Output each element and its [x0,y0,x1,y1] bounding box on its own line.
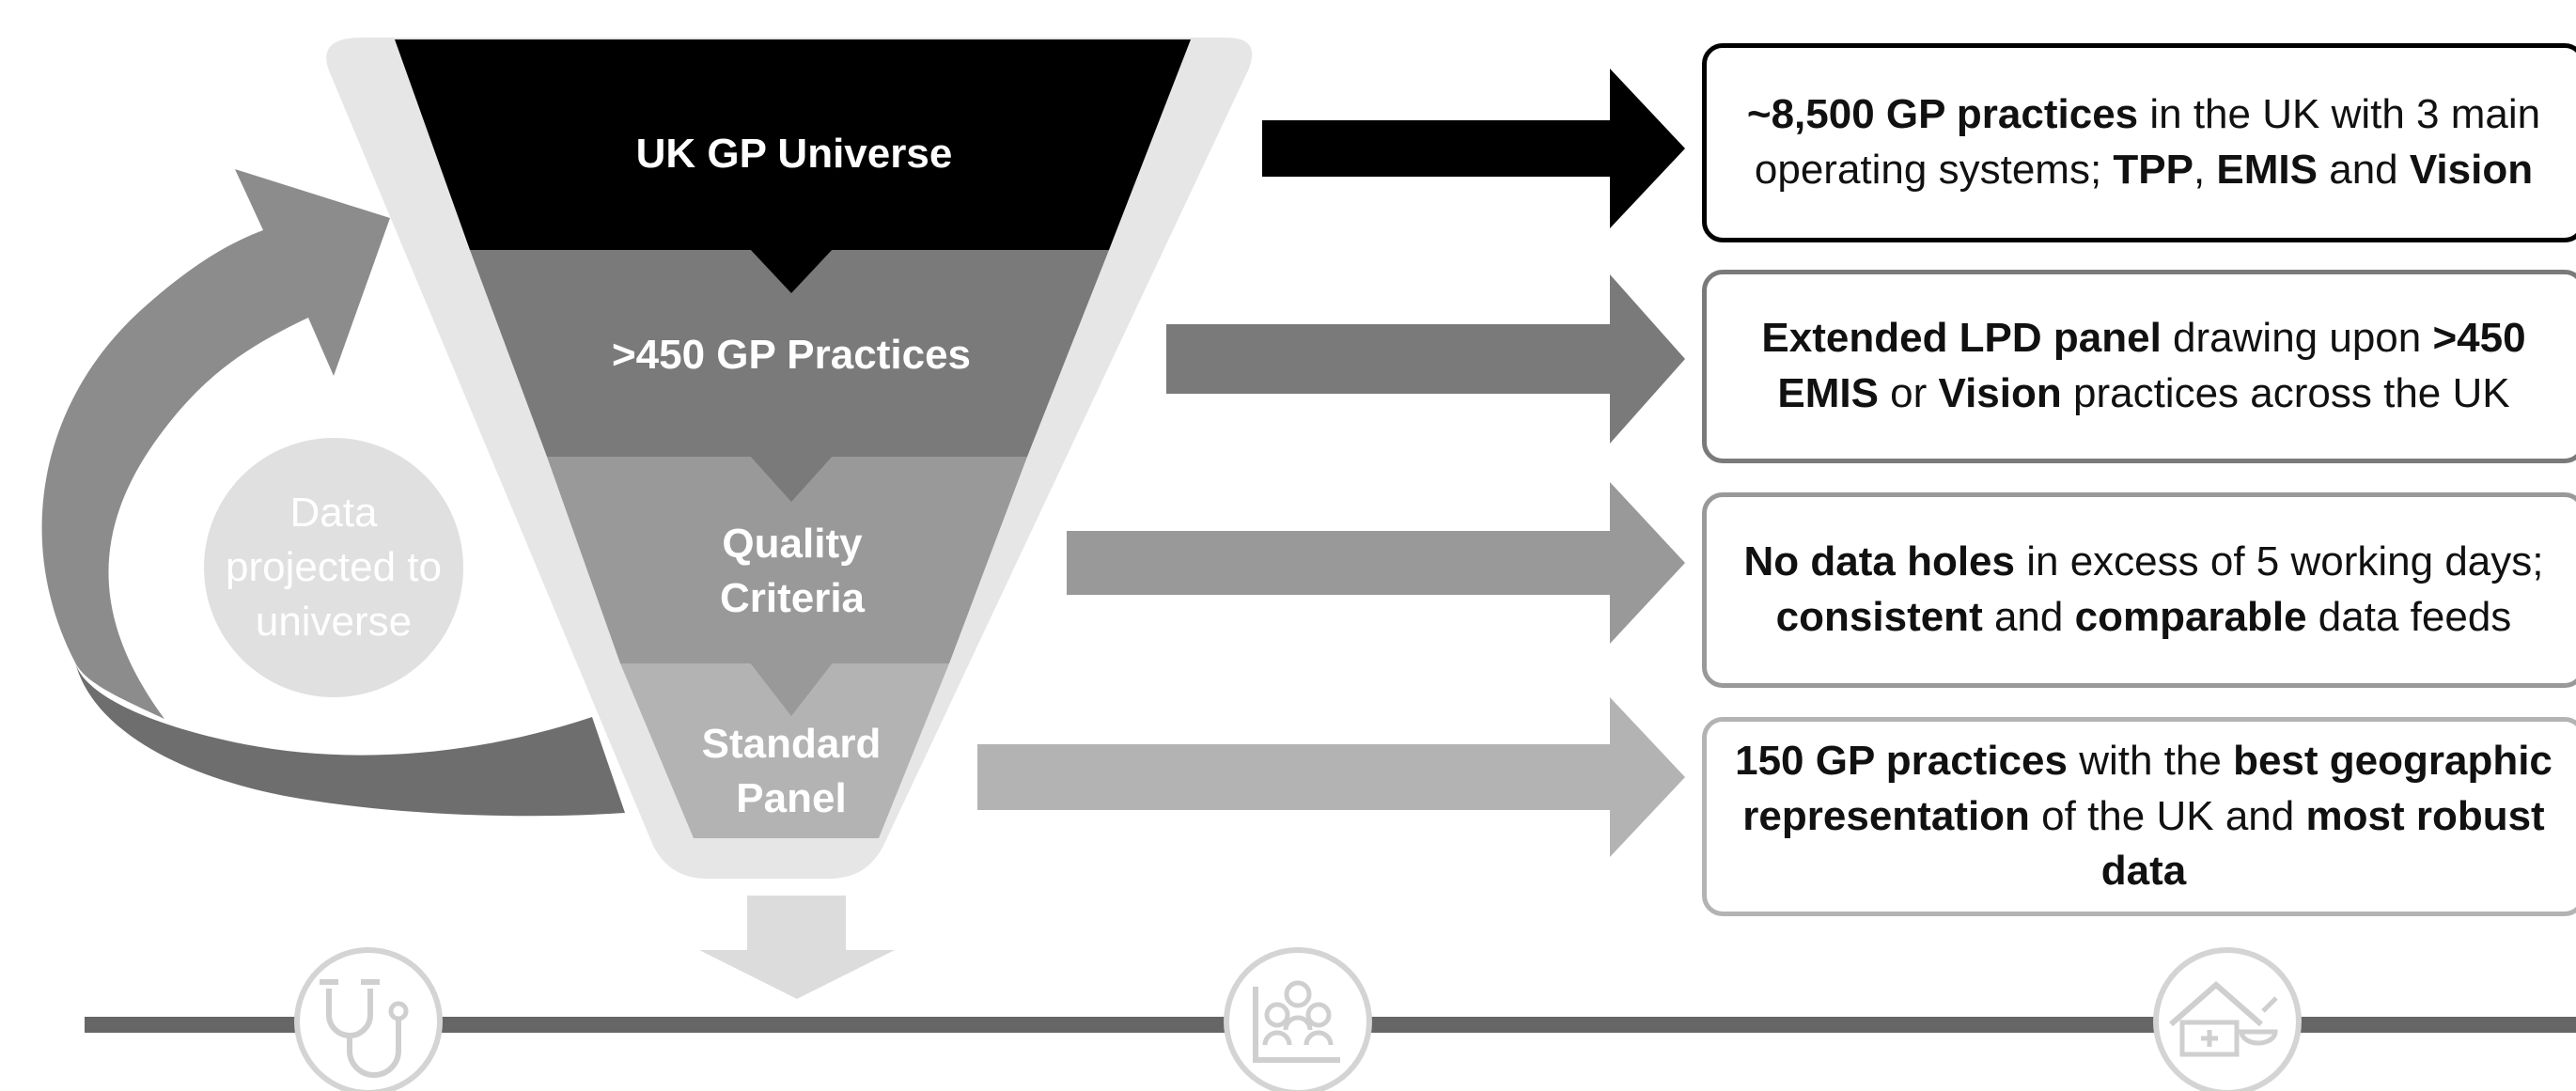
description-bold: 150 GP practices [1735,737,2068,784]
circle-label-line: universe [256,599,412,645]
description-text-4: 150 GP practices with the best geographi… [1733,734,2554,900]
description-text-3: No data holes in excess of 5 working day… [1733,535,2554,646]
stage-label-line: Quality [722,521,863,567]
description-box-3: No data holes in excess of 5 working day… [1702,492,2576,688]
description-box-4: 150 GP practices with the best geographi… [1702,717,2576,916]
circle-label: Data projected to universe [226,490,442,645]
stethoscope-icon [294,947,443,1091]
funnel-output-arrow [699,896,895,999]
funnel-notch-2 [749,455,834,502]
stage-arrow-2 [1166,274,1685,444]
people-location-icon [1224,947,1372,1091]
stage-arrow-3 [1067,482,1685,644]
circle-label-line: projected to [226,544,442,590]
stage-arrow-4 [977,697,1685,857]
description-bold: Vision [1938,370,2062,416]
description-box-2: Extended LPD panel drawing upon >450 EMI… [1702,270,2576,463]
description-box-1: ~8,500 GP practices in the UK with 3 mai… [1702,43,2576,242]
description-text: and [1982,594,2075,640]
stage-label-2: >450 GP Practices [612,332,971,378]
description-bold: No data holes [1743,538,2016,585]
stage-label-line: Panel [736,775,846,821]
description-bold: Extended LPD panel [1761,315,2162,362]
stage-label-line: Standard [702,721,882,767]
stage-arrows [977,69,1685,857]
description-text: or [1878,370,1939,416]
pharmacy-icon [2153,947,2302,1091]
description-bold: consistent [1775,594,1983,640]
funnel-stages [395,39,1191,838]
description-bold: EMIS [2216,147,2318,193]
funnel-stage-2 [470,250,1109,457]
stage-label-line: Criteria [720,575,866,621]
description-text: of the UK and [2029,792,2306,839]
description-text: with the [2067,737,2234,784]
projection-circle [204,438,463,697]
description-bold: best geographic representation [1742,737,2553,839]
funnel-notch-1 [749,248,834,293]
description-text: drawing upon [2161,315,2433,362]
description-text: data feeds [2306,594,2512,640]
description-bold: TPP [2113,147,2194,193]
description-text: in the UK with 3 main operating systems; [1754,91,2541,193]
description-text: and [2318,147,2410,193]
description-text: in excess of 5 working days; [2015,538,2544,585]
funnel-notch-3 [749,662,834,716]
description-bold: comparable [2074,594,2307,640]
description-bold: ~8,500 GP practices [1746,91,2139,138]
circle-label-line: Data [290,490,378,536]
description-text: practices across the UK [2061,370,2510,416]
description-bold: >450 EMIS [1777,315,2526,416]
stage-arrow-1 [1262,69,1685,228]
funnel-stage-3 [547,457,1027,663]
funnel-stage-1 [395,39,1191,250]
description-text: , [2193,147,2217,193]
description-text-2: Extended LPD panel drawing upon >450 EMI… [1733,311,2554,422]
description-bold: Vision [2409,147,2534,193]
description-bold: most robust data [2100,792,2545,895]
stage-label-1: UK GP Universe [636,131,953,177]
description-text-1: ~8,500 GP practices in the UK with 3 mai… [1733,87,2554,198]
cycle-arrow [41,169,625,817]
funnel-stage-4 [620,663,949,838]
